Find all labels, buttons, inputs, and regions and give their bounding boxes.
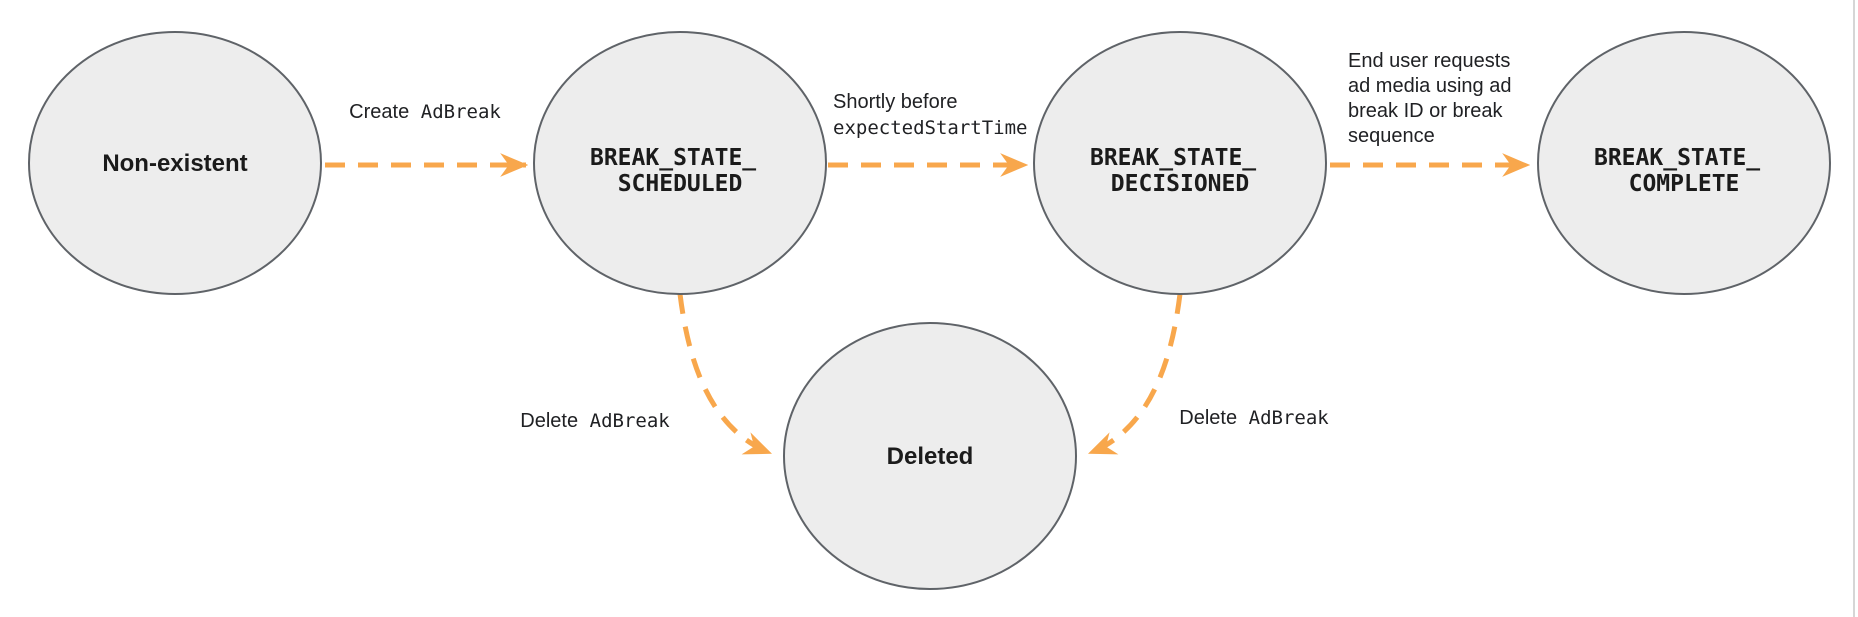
state-circle-break-state-scheduled xyxy=(533,31,827,295)
transition-delete-adbreak-right-arrow xyxy=(1088,293,1183,456)
transition-label-line: break ID or break xyxy=(1348,100,1504,122)
transition-label-sans-part: Delete xyxy=(520,410,578,432)
transition-label-sans-part: Create xyxy=(349,101,409,123)
state-node-break-state-scheduled: BREAK_STATE_ SCHEDULED xyxy=(533,31,827,295)
transition-shortly-before-label: Shortly before expectedStartTime xyxy=(833,91,1027,139)
transition-label-code-part: expectedStartTime xyxy=(833,117,1027,139)
state-label-non-existent: Non-existent xyxy=(102,150,247,177)
transition-label-line: End user requests xyxy=(1348,50,1510,72)
state-label-line: DECISIONED xyxy=(1111,171,1249,197)
transition-end-user-requests-label: End user requests ad media using ad brea… xyxy=(1348,50,1517,147)
transition-delete-adbreak-left-arrow xyxy=(677,293,772,456)
transition-label-code-part: AdBreak xyxy=(590,410,671,432)
state-circle-non-existent xyxy=(28,31,322,295)
transition-create-adbreak-label: Create AdBreak xyxy=(349,101,501,123)
transition-delete-adbreak-right-label: Delete AdBreak xyxy=(1179,407,1329,429)
state-label-deleted: Deleted xyxy=(887,443,974,470)
transition-delete-adbreak-left-label: Delete AdBreak xyxy=(520,410,670,432)
transition-label-line: ad media using ad xyxy=(1348,75,1511,97)
state-circle-break-state-decisioned xyxy=(1033,31,1327,295)
state-label-line: BREAK_STATE_ xyxy=(1090,145,1256,171)
transition-label-code-part: AdBreak xyxy=(421,101,502,123)
transition-label-line: sequence xyxy=(1348,125,1435,147)
state-circle-break-state-complete xyxy=(1537,31,1831,295)
transition-label-sans-part: Delete xyxy=(1179,407,1237,429)
transition-label-sans-part: Shortly before xyxy=(833,91,958,113)
state-label-break-state-decisioned: BREAK_STATE_ DECISIONED xyxy=(1090,145,1270,197)
state-node-deleted: Deleted xyxy=(783,322,1077,590)
state-label-line: COMPLETE xyxy=(1629,171,1740,197)
transition-label-code-part: AdBreak xyxy=(1249,407,1330,429)
state-node-break-state-decisioned: BREAK_STATE_ DECISIONED xyxy=(1033,31,1327,295)
state-node-break-state-complete: BREAK_STATE_ COMPLETE xyxy=(1537,31,1831,295)
state-label-break-state-scheduled: BREAK_STATE_ SCHEDULED xyxy=(590,145,770,197)
state-label-line: BREAK_STATE_ xyxy=(590,145,756,171)
state-node-non-existent: Non-existent xyxy=(28,31,322,295)
state-label-line: SCHEDULED xyxy=(618,171,743,197)
state-label-line: BREAK_STATE_ xyxy=(1594,145,1760,171)
state-circle-deleted xyxy=(783,322,1077,590)
state-label-break-state-complete: BREAK_STATE_ COMPLETE xyxy=(1594,145,1774,197)
